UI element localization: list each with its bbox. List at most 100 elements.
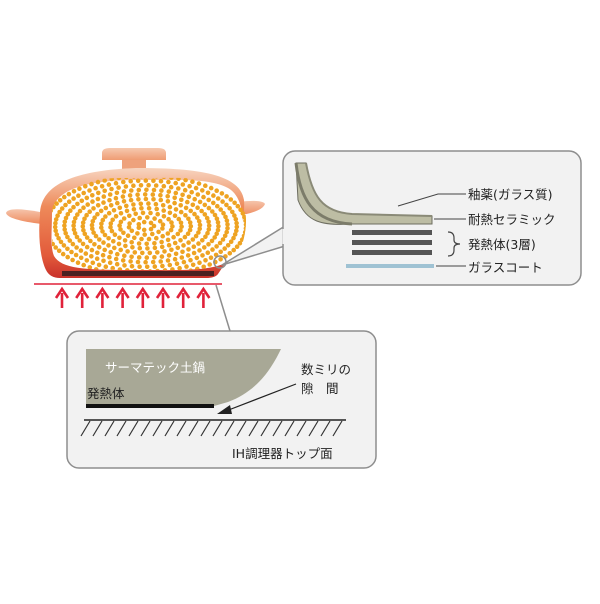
food-dot	[228, 197, 234, 202]
food-dot	[162, 268, 168, 271]
food-dot	[118, 227, 123, 232]
food-dot	[173, 251, 179, 257]
food-dot	[109, 228, 115, 234]
food-dot	[91, 230, 96, 235]
food-dot	[135, 178, 141, 184]
food-dot	[101, 200, 106, 205]
food-dot	[224, 229, 229, 235]
food-dot	[122, 263, 127, 268]
food-dot	[166, 189, 172, 194]
food-dot	[77, 208, 83, 214]
food-dot	[95, 179, 101, 185]
food-dot	[120, 194, 126, 199]
food-dot	[66, 199, 72, 204]
food-dot	[62, 223, 67, 228]
food-dot	[115, 200, 120, 206]
food-dot	[199, 208, 204, 214]
food-dot	[110, 265, 115, 271]
food-dot	[75, 212, 80, 217]
food-dot	[232, 232, 238, 237]
food-dot	[155, 250, 160, 255]
food-dot	[108, 249, 113, 255]
food-dot	[139, 236, 144, 242]
food-dot	[123, 184, 129, 189]
food-dot	[58, 239, 64, 245]
food-dot	[206, 227, 212, 232]
food-dot	[60, 251, 66, 257]
food-dot	[81, 227, 86, 233]
food-dot	[196, 241, 201, 246]
food-dot	[93, 233, 99, 239]
food-dot	[145, 215, 150, 220]
food-dot	[173, 190, 179, 196]
food-dot	[172, 213, 178, 218]
food-dot	[92, 215, 97, 220]
food-dot	[132, 268, 138, 271]
hatch-line	[296, 420, 307, 437]
food-dot	[215, 220, 221, 225]
food-dot	[209, 238, 215, 244]
food-dot	[63, 202, 68, 208]
food-dot	[176, 177, 181, 181]
food-dot	[108, 225, 113, 230]
food-dot	[121, 230, 126, 236]
food-dot	[107, 254, 112, 260]
food-dot	[146, 206, 152, 211]
food-dot	[150, 259, 156, 265]
food-dot	[195, 192, 201, 197]
food-dot	[177, 265, 182, 271]
food-dot	[87, 265, 93, 270]
food-dot	[103, 205, 109, 211]
food-dot	[194, 255, 200, 261]
food-dot	[72, 231, 78, 236]
food-dot	[141, 219, 147, 225]
food-dot	[238, 207, 243, 213]
food-dot	[242, 214, 247, 220]
label-ih-surface: IH調理器トップ面	[232, 446, 333, 461]
food-dot	[240, 211, 246, 216]
food-dot	[214, 188, 219, 193]
food-dot	[118, 219, 124, 225]
food-dot	[220, 237, 226, 242]
food-dot	[147, 250, 153, 256]
food-dot	[200, 253, 205, 258]
food-dot	[109, 186, 114, 192]
food-dot	[211, 193, 216, 198]
hatch-line	[176, 420, 187, 437]
food-dot	[129, 263, 135, 269]
food-dot	[155, 268, 160, 271]
gap-arrowhead	[217, 405, 232, 414]
food-dot	[175, 245, 181, 251]
label-glaze: 釉薬(ガラス質)	[468, 187, 553, 202]
gap-callout-leader	[215, 284, 231, 332]
food-dot	[172, 200, 177, 206]
food-dot	[143, 196, 149, 202]
food-dot	[84, 258, 90, 263]
food-dot	[185, 253, 191, 258]
food-dot	[95, 211, 100, 217]
food-dot	[78, 255, 84, 261]
food-dot	[214, 231, 219, 236]
food-dot	[191, 250, 197, 256]
food-dot	[97, 237, 102, 242]
food-dot	[95, 250, 100, 256]
food-dot	[80, 220, 86, 225]
heat-arrow	[95, 286, 110, 308]
food-dot	[150, 231, 155, 237]
hatch-line	[164, 420, 175, 437]
food-dot	[165, 258, 171, 263]
food-dot	[186, 247, 191, 252]
food-dot	[225, 222, 230, 227]
food-dot	[93, 185, 98, 191]
food-dot	[168, 227, 174, 233]
food-dot	[200, 238, 205, 243]
food-dot	[202, 202, 208, 208]
food-dot	[137, 215, 142, 221]
food-dot	[183, 177, 188, 183]
food-dot	[133, 211, 138, 217]
food-dot	[237, 240, 243, 246]
food-dot	[124, 203, 129, 209]
food-dots	[52, 177, 247, 271]
food-dot	[101, 194, 107, 199]
